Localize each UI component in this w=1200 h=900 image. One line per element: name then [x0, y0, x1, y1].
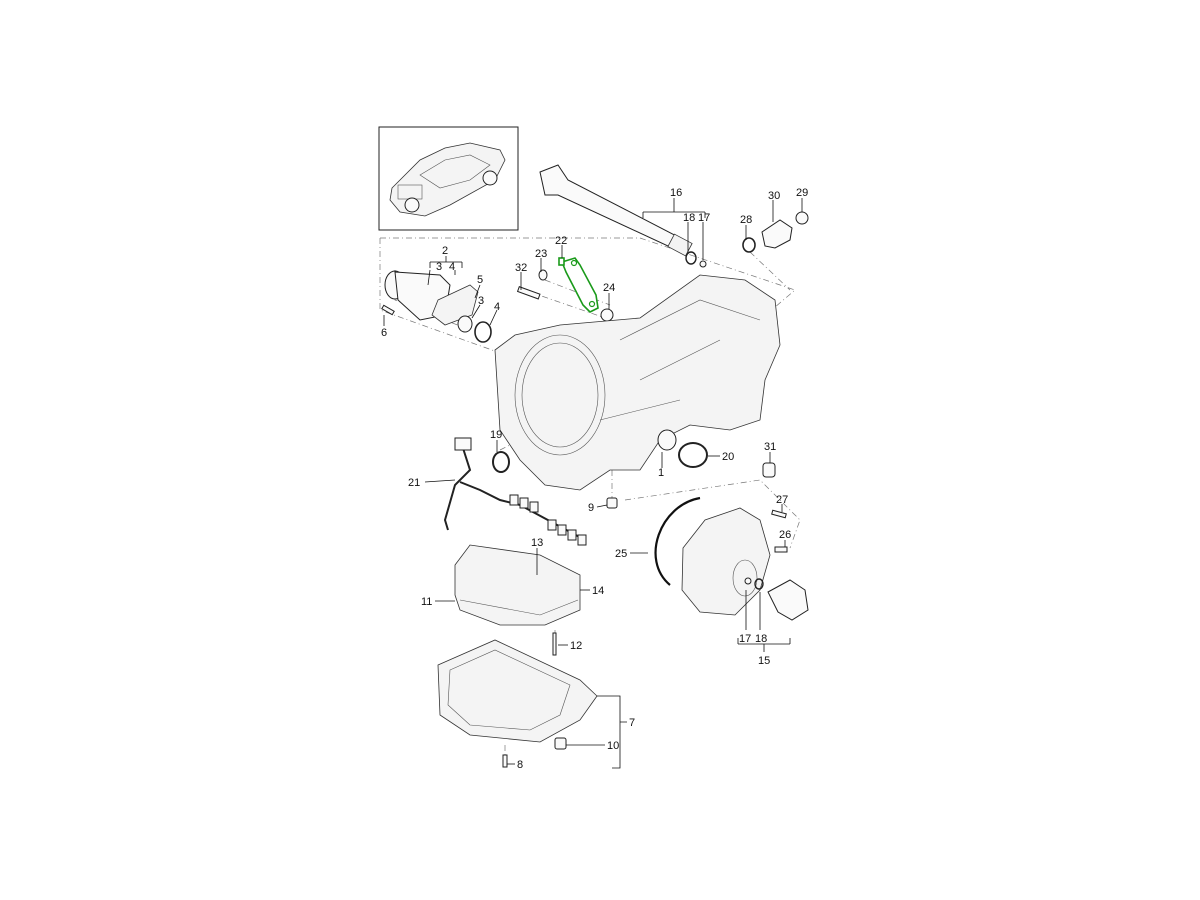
vehicle-thumbnail[interactable] [378, 126, 519, 231]
part-bolt-32[interactable] [516, 286, 541, 300]
label-30: 30 [768, 190, 780, 202]
label-5: 5 [477, 274, 483, 286]
label-4b: 4 [494, 301, 500, 313]
part-circlip-18b[interactable] [754, 578, 764, 590]
part-plug-31[interactable] [762, 462, 776, 478]
leader-lines [383, 198, 803, 769]
label-13: 13 [531, 537, 543, 549]
label-28: 28 [740, 214, 752, 226]
label-19: 19 [490, 429, 502, 441]
part-plug-17b[interactable] [744, 577, 752, 585]
part-drain-plug-10[interactable] [554, 737, 567, 750]
label-6: 6 [381, 327, 387, 339]
label-11: 11 [421, 596, 432, 608]
part-seal-20[interactable] [678, 442, 708, 468]
part-bolt-8[interactable] [502, 754, 508, 768]
label-24: 24 [603, 282, 615, 294]
part-gasket-5[interactable] [431, 284, 479, 326]
part-plug-17[interactable] [699, 260, 707, 268]
part-cover-right[interactable] [681, 507, 771, 616]
part-seal-19[interactable] [492, 451, 510, 473]
label-17b: 17 [739, 633, 751, 645]
part-valve-body-11[interactable] [454, 544, 581, 626]
part-bolt-26[interactable] [774, 546, 788, 553]
part-shaft-16[interactable] [539, 164, 693, 257]
label-20: 20 [722, 451, 734, 463]
label-32: 32 [515, 262, 527, 274]
part-stud-27[interactable] [771, 509, 787, 519]
part-bolt-12[interactable] [552, 632, 557, 656]
part-seal-3[interactable] [457, 315, 473, 333]
label-2: 2 [442, 245, 448, 257]
label-15: 15 [758, 655, 770, 667]
label-26: 26 [779, 529, 791, 541]
label-23: 23 [535, 248, 547, 260]
part-labels: 16 18 17 30 29 28 2 3 4 5 3 4 6 32 23 22… [381, 187, 808, 771]
label-31: 31 [764, 441, 776, 453]
label-3b: 3 [478, 295, 484, 307]
part-oil-pan-7[interactable] [437, 639, 598, 743]
part-seal-28[interactable] [742, 237, 756, 253]
part-flange-15[interactable] [767, 579, 809, 621]
label-1: 1 [658, 467, 664, 479]
part-washer-24[interactable] [600, 308, 614, 322]
part-seal-4[interactable] [474, 321, 492, 343]
part-seal-29[interactable] [795, 211, 809, 225]
label-4: 4 [449, 261, 455, 273]
label-16: 16 [670, 187, 682, 199]
part-nut-23[interactable] [538, 269, 548, 281]
label-21: 21 [408, 477, 420, 489]
label-7: 7 [629, 717, 635, 729]
part-seal-1[interactable] [657, 429, 677, 451]
part-oring-25[interactable] [654, 496, 701, 586]
part-flange-30[interactable] [761, 219, 793, 249]
label-17: 17 [698, 212, 710, 224]
label-14: 14 [592, 585, 604, 597]
label-18b: 18 [755, 633, 767, 645]
label-9: 9 [588, 502, 594, 514]
part-wiring-harness-21[interactable] [443, 437, 587, 546]
label-25: 25 [615, 548, 627, 560]
label-10: 10 [607, 740, 619, 752]
part-circlip-18[interactable] [685, 251, 697, 265]
label-3: 3 [436, 261, 442, 273]
label-12: 12 [570, 640, 582, 652]
label-29: 29 [796, 187, 808, 199]
car-icon [389, 142, 506, 217]
part-bracket-22[interactable] [558, 257, 599, 313]
transmission-case[interactable] [494, 274, 781, 491]
part-plug-9[interactable] [606, 497, 618, 509]
label-8: 8 [517, 759, 523, 771]
label-27: 27 [776, 494, 788, 506]
label-22: 22 [555, 235, 567, 247]
part-bolt-6[interactable] [381, 304, 395, 316]
label-18: 18 [683, 212, 695, 224]
